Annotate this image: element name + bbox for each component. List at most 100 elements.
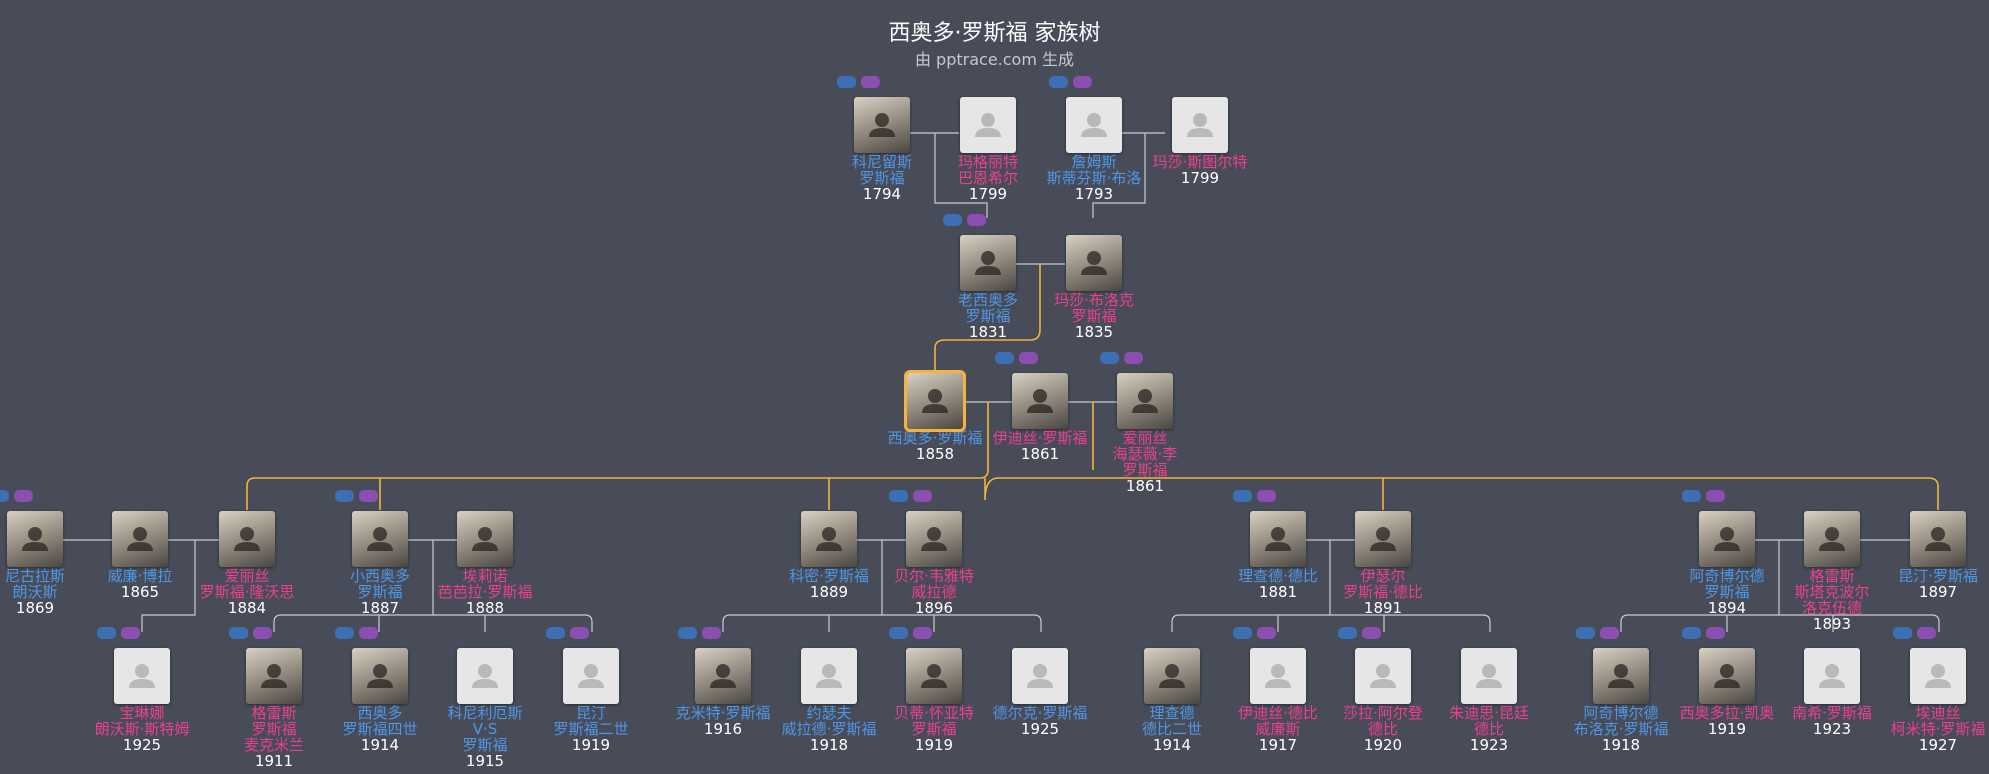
portrait-photo[interactable] [1250,511,1306,567]
expand-spouse-button[interactable] [1917,627,1936,639]
portrait-photo[interactable] [1117,373,1173,429]
avatar[interactable] [1250,648,1306,704]
portrait-photo[interactable] [1910,511,1966,567]
avatar[interactable] [1172,97,1228,153]
avatar[interactable] [563,648,619,704]
avatar[interactable] [1012,648,1068,704]
expand-spouse-button[interactable] [913,490,932,502]
portrait-photo[interactable] [219,511,275,567]
expand-parents-button[interactable] [1682,490,1701,502]
expand-spouse-button[interactable] [702,627,721,639]
portrait-photo[interactable] [352,511,408,567]
portrait-photo[interactable] [695,648,751,704]
expand-spouse-button[interactable] [1706,627,1725,639]
expand-parents-button[interactable] [1100,352,1119,364]
expand-parents-button[interactable] [1233,490,1252,502]
expand-parents-button[interactable] [889,627,908,639]
portrait-photo[interactable] [1804,511,1860,567]
expand-parents-button[interactable] [678,627,697,639]
expand-spouse-button[interactable] [570,627,589,639]
avatar[interactable] [1461,648,1517,704]
portrait-photo[interactable] [854,97,910,153]
expand-spouse-button[interactable] [1257,627,1276,639]
portrait-photo[interactable] [801,511,857,567]
portrait-photo[interactable] [1699,511,1755,567]
portrait-photo[interactable] [906,648,962,704]
expand-spouse-button[interactable] [1600,627,1619,639]
expand-parents-button[interactable] [1682,627,1701,639]
expand-parents-button[interactable] [995,352,1014,364]
expand-spouse-button[interactable] [1257,490,1276,502]
expand-spouse-button[interactable] [1362,627,1381,639]
expand-spouse-button[interactable] [1124,352,1143,364]
portrait-photo[interactable] [1699,648,1755,704]
portrait-photo[interactable] [1144,648,1200,704]
portrait-photo[interactable] [1066,235,1122,291]
expand-parents-button[interactable] [229,627,248,639]
expand-spouse-button[interactable] [1019,352,1038,364]
portrait-photo[interactable] [112,511,168,567]
expand-spouse-button[interactable] [359,490,378,502]
expand-parents-button[interactable] [335,490,354,502]
expand-spouse-button[interactable] [913,627,932,639]
expand-parents-button[interactable] [0,490,9,502]
expand-parents-button[interactable] [546,627,565,639]
expand-parents-button[interactable] [1893,627,1912,639]
portrait-photo[interactable] [1593,648,1649,704]
expand-spouse-button[interactable] [1073,76,1092,88]
avatar[interactable] [960,97,1016,153]
expand-parents-button[interactable] [1049,76,1068,88]
expand-parents-button[interactable] [1233,627,1252,639]
expand-spouse-button[interactable] [14,490,33,502]
portrait-photo[interactable] [906,511,962,567]
avatar[interactable] [457,648,513,704]
expand-parents-button[interactable] [889,490,908,502]
expand-parents-button[interactable] [97,627,116,639]
expand-parents-button[interactable] [943,214,962,226]
avatar[interactable] [114,648,170,704]
expand-parents-button[interactable] [1338,627,1357,639]
avatar[interactable] [1804,648,1860,704]
avatar[interactable] [1355,648,1411,704]
expand-spouse-button[interactable] [359,627,378,639]
portrait-photo[interactable] [7,511,63,567]
portrait-photo[interactable] [352,648,408,704]
avatar[interactable] [1910,648,1966,704]
